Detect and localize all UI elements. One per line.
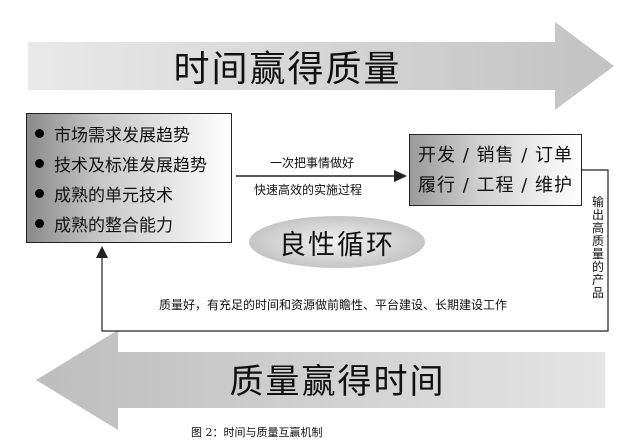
bottom-banner-title: 质量赢得时间 <box>229 361 446 402</box>
input-item-1: 市场需求发展趋势 <box>54 125 190 146</box>
outputs-line-2: 履行 / 工程 / 维护 <box>418 175 574 196</box>
process-label-top: 一次把事情做好 <box>270 156 355 170</box>
bullet-icon <box>35 218 44 228</box>
feedback-label: 质量好，有充足的时间和资源做前瞻性、平台建设、长期建设工作 <box>159 298 508 312</box>
inputs-box: 市场需求发展趋势 技术及标准发展趋势 成熟的单元技术 成熟的整合能力 <box>26 113 232 243</box>
bullet-icon <box>35 128 44 138</box>
outputs-box: 开发 / 销售 / 订单 履行 / 工程 / 维护 <box>409 134 582 206</box>
process-arrow-head <box>394 170 407 182</box>
process-label-bottom: 快速高效的实施过程 <box>254 183 363 197</box>
output-product-label: 输出高质量的产品 <box>592 195 605 300</box>
input-item-3: 成熟的单元技术 <box>54 185 173 206</box>
bullet-icon <box>35 188 44 198</box>
input-item-2: 技术及标准发展趋势 <box>54 155 207 176</box>
list-item: 技术及标准发展趋势 <box>35 148 231 178</box>
input-item-4: 成熟的整合能力 <box>54 215 173 236</box>
feedback-arrow-head <box>96 246 108 258</box>
outputs-line-1: 开发 / 销售 / 订单 <box>418 145 574 166</box>
list-item: 市场需求发展趋势 <box>35 118 231 148</box>
figure-caption: 图 2：时间与质量互赢机制 <box>191 426 323 439</box>
top-banner-title: 时间赢得质量 <box>173 49 402 90</box>
cycle-label: 良性循环 <box>279 229 395 261</box>
list-item: 成熟的单元技术 <box>35 178 231 208</box>
bottom-banner-arrow <box>36 330 605 430</box>
cycle-ellipse <box>249 216 425 268</box>
bullet-icon <box>35 158 44 168</box>
top-banner-arrow <box>28 22 614 110</box>
feedback-loop-line <box>101 169 609 332</box>
list-item: 成熟的整合能力 <box>35 208 231 238</box>
